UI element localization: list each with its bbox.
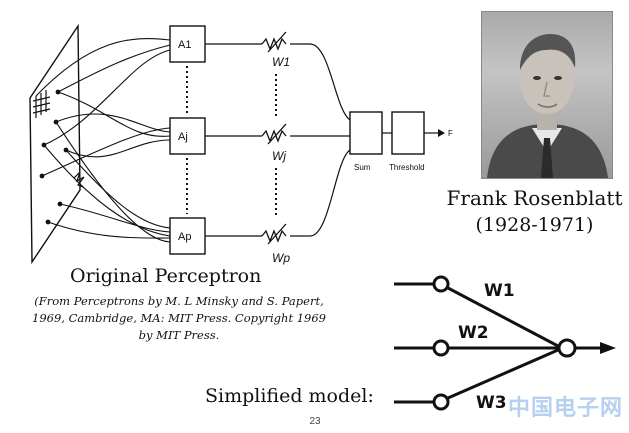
retina-plane (29, 23, 81, 265)
citation-line-3: by MIT Press. (138, 328, 220, 342)
unit-aj: Aj (169, 117, 206, 155)
citation-line-2: 1969, Cambridge, MA: MIT Press. Copyrigh… (32, 311, 326, 325)
page-number: 23 (309, 416, 321, 427)
simplified-w3-label: W3 (476, 393, 507, 413)
portrait-years: (1928-1971) (475, 214, 594, 236)
simplified-model-title: Simplified model: (205, 385, 374, 407)
weight-w1-label: W1 (272, 55, 290, 69)
sum-label: Sum (354, 163, 371, 172)
simplified-nodes (432, 275, 577, 411)
weight-wj-label: Wj (272, 149, 286, 163)
unit-a1-label: A1 (178, 39, 191, 51)
output-label: F (448, 129, 453, 138)
retina-figure (73, 171, 85, 188)
simplified-output-arrow (600, 342, 616, 354)
retina-grid (32, 90, 51, 118)
weight-wp-label: Wp (272, 251, 290, 265)
unit-to-weight-wires (205, 43, 262, 237)
citation-line-1: (From Perceptrons by M. L Minsky and S. … (34, 294, 324, 308)
unit-a1: A1 (169, 25, 206, 63)
perceptron-diagram: A1 Aj Ap W1 Wj Wp (29, 23, 453, 265)
simplified-model-diagram: W1 W2 W3 (394, 275, 616, 413)
threshold-unit: Threshold (389, 111, 425, 172)
watermark-logo: 中国电子网 (508, 396, 624, 421)
simplified-input-lines (394, 282, 602, 404)
sum-unit: Sum (349, 111, 383, 172)
unit-aj-label: Aj (178, 131, 188, 143)
portrait-name: Frank Rosenblatt (446, 186, 623, 210)
unit-ap-label: Ap (178, 231, 191, 243)
portrait-photo (481, 11, 613, 179)
original-perceptron-title: Original Perceptron (70, 265, 262, 287)
simplified-w1-label: W1 (484, 281, 515, 301)
weight-resistors (261, 31, 287, 245)
portrait-figure (487, 34, 608, 178)
weight-to-sum-wires (290, 43, 351, 237)
retina-connections (35, 38, 171, 243)
threshold-label: Threshold (389, 163, 425, 172)
simplified-w2-label: W2 (458, 323, 489, 343)
unit-ap: Ap (169, 217, 206, 255)
citation: (From Perceptrons by M. L Minsky and S. … (20, 293, 338, 344)
